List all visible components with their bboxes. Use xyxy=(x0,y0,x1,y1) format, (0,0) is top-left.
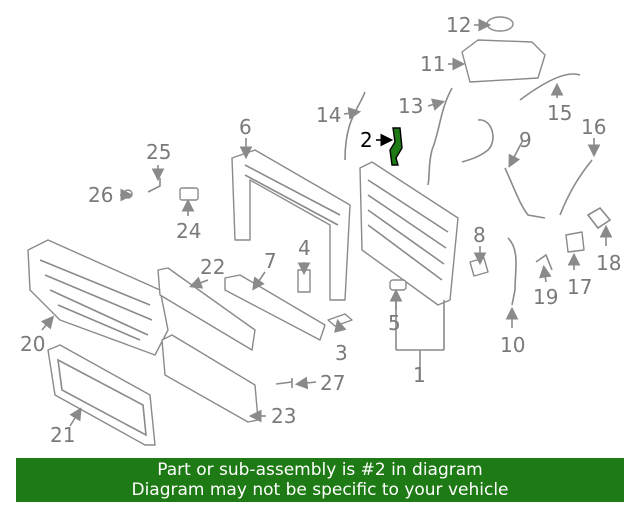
callout-27: 27 xyxy=(320,371,345,395)
callout-15: 15 xyxy=(547,101,572,125)
callout-26: 26 xyxy=(88,183,113,207)
callout-24: 24 xyxy=(176,219,201,243)
callout-13: 13 xyxy=(398,94,423,118)
part-6-support xyxy=(231,149,351,301)
callout-10: 10 xyxy=(500,333,525,357)
callout-25: 25 xyxy=(146,140,171,164)
callout-11: 11 xyxy=(420,52,445,76)
callout-22: 22 xyxy=(200,255,225,279)
info-banner: Part or sub-assembly is #2 in diagram Di… xyxy=(16,458,624,502)
callout-17: 17 xyxy=(567,275,592,299)
callout-labels: 1 2 3 4 5 6 7 8 9 10 11 12 13 14 15 16 1… xyxy=(20,13,621,447)
callout-7: 7 xyxy=(264,249,277,273)
callout-12: 12 xyxy=(446,13,471,37)
part-1-radiator xyxy=(359,161,459,306)
callout-14: 14 xyxy=(316,103,341,127)
callout-16: 16 xyxy=(581,115,606,139)
part-23-panel xyxy=(161,334,259,423)
callout-3: 3 xyxy=(335,341,348,365)
callout-4: 4 xyxy=(298,236,311,260)
callout-20: 20 xyxy=(20,332,45,356)
banner-line-2: Diagram may not be specific to your vehi… xyxy=(131,480,509,500)
parts-diagram: 1 2 3 4 5 6 7 8 9 10 11 12 13 14 15 16 1… xyxy=(20,13,621,447)
callout-23: 23 xyxy=(271,404,296,428)
part-20-grille xyxy=(27,239,169,356)
callout-9: 9 xyxy=(519,128,532,152)
callout-1: 1 xyxy=(413,363,426,387)
part-21-frame xyxy=(47,344,156,446)
hoses xyxy=(344,73,593,306)
callout-8: 8 xyxy=(473,223,486,247)
part-11-tank xyxy=(461,39,546,83)
callout-18: 18 xyxy=(596,251,621,275)
part-7-seal xyxy=(224,274,326,341)
callout-19: 19 xyxy=(533,285,558,309)
callout-5: 5 xyxy=(388,311,401,335)
leader-lines xyxy=(40,18,613,427)
callout-6: 6 xyxy=(239,115,252,139)
callout-21: 21 xyxy=(50,423,75,447)
part-12-cap xyxy=(486,16,514,32)
part-22-deflector xyxy=(157,267,256,351)
callout-2: 2 xyxy=(360,128,373,152)
banner-line-1: Part or sub-assembly is #2 in diagram xyxy=(157,460,483,480)
part-2-bracket xyxy=(389,127,403,166)
